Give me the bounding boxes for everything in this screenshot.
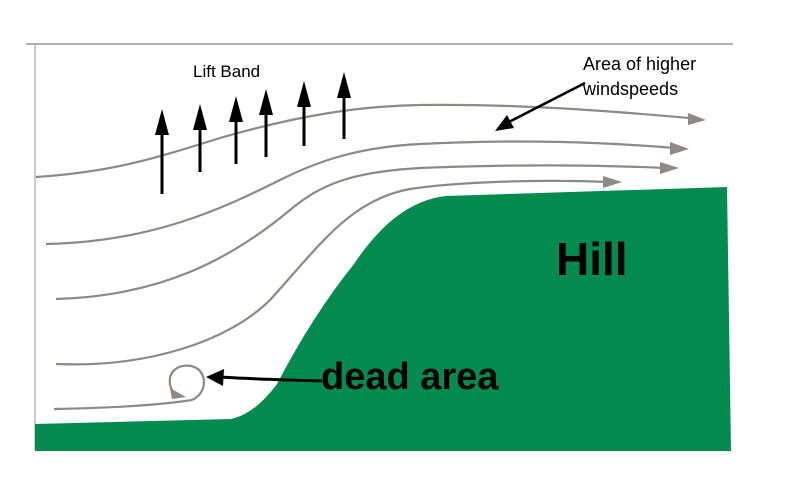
lift-arrows [155, 72, 351, 194]
eddy-head [170, 388, 186, 399]
lift-arrow-6-head [337, 72, 351, 98]
windspeed-pointer-head [495, 115, 514, 131]
dead-area-label: dead area [321, 356, 499, 398]
hill-shape [35, 187, 731, 451]
windspeed-pointer-arrow [504, 81, 586, 126]
higher-windspeeds-label-line2: windspeeds [582, 79, 678, 99]
hill-label: Hill [556, 233, 628, 285]
lift-band-label: Lift Band [193, 62, 260, 81]
streamline-2 [45, 140, 676, 246]
streamline-4 [55, 179, 609, 366]
lift-arrow-4-head [259, 89, 273, 115]
lift-arrow-3-head [229, 96, 243, 122]
higher-windspeeds-label-line1: Area of higher [583, 54, 696, 74]
streamline-1 [35, 103, 701, 179]
streamline-1-head [688, 113, 706, 125]
streamline-3 [55, 164, 666, 301]
dead-area-pointer-arrow [219, 375, 323, 383]
streamline-3-head [660, 162, 679, 174]
streamline-2-head [670, 142, 689, 155]
streamline-4-head [603, 176, 622, 188]
streamline-5 [53, 398, 193, 411]
eddy-circle [168, 364, 206, 401]
lift-arrow-5-head [297, 81, 311, 107]
lift-arrow-1-head [155, 109, 169, 135]
dead-area-pointer-head [206, 369, 224, 386]
lift-arrow-2-head [193, 104, 207, 130]
